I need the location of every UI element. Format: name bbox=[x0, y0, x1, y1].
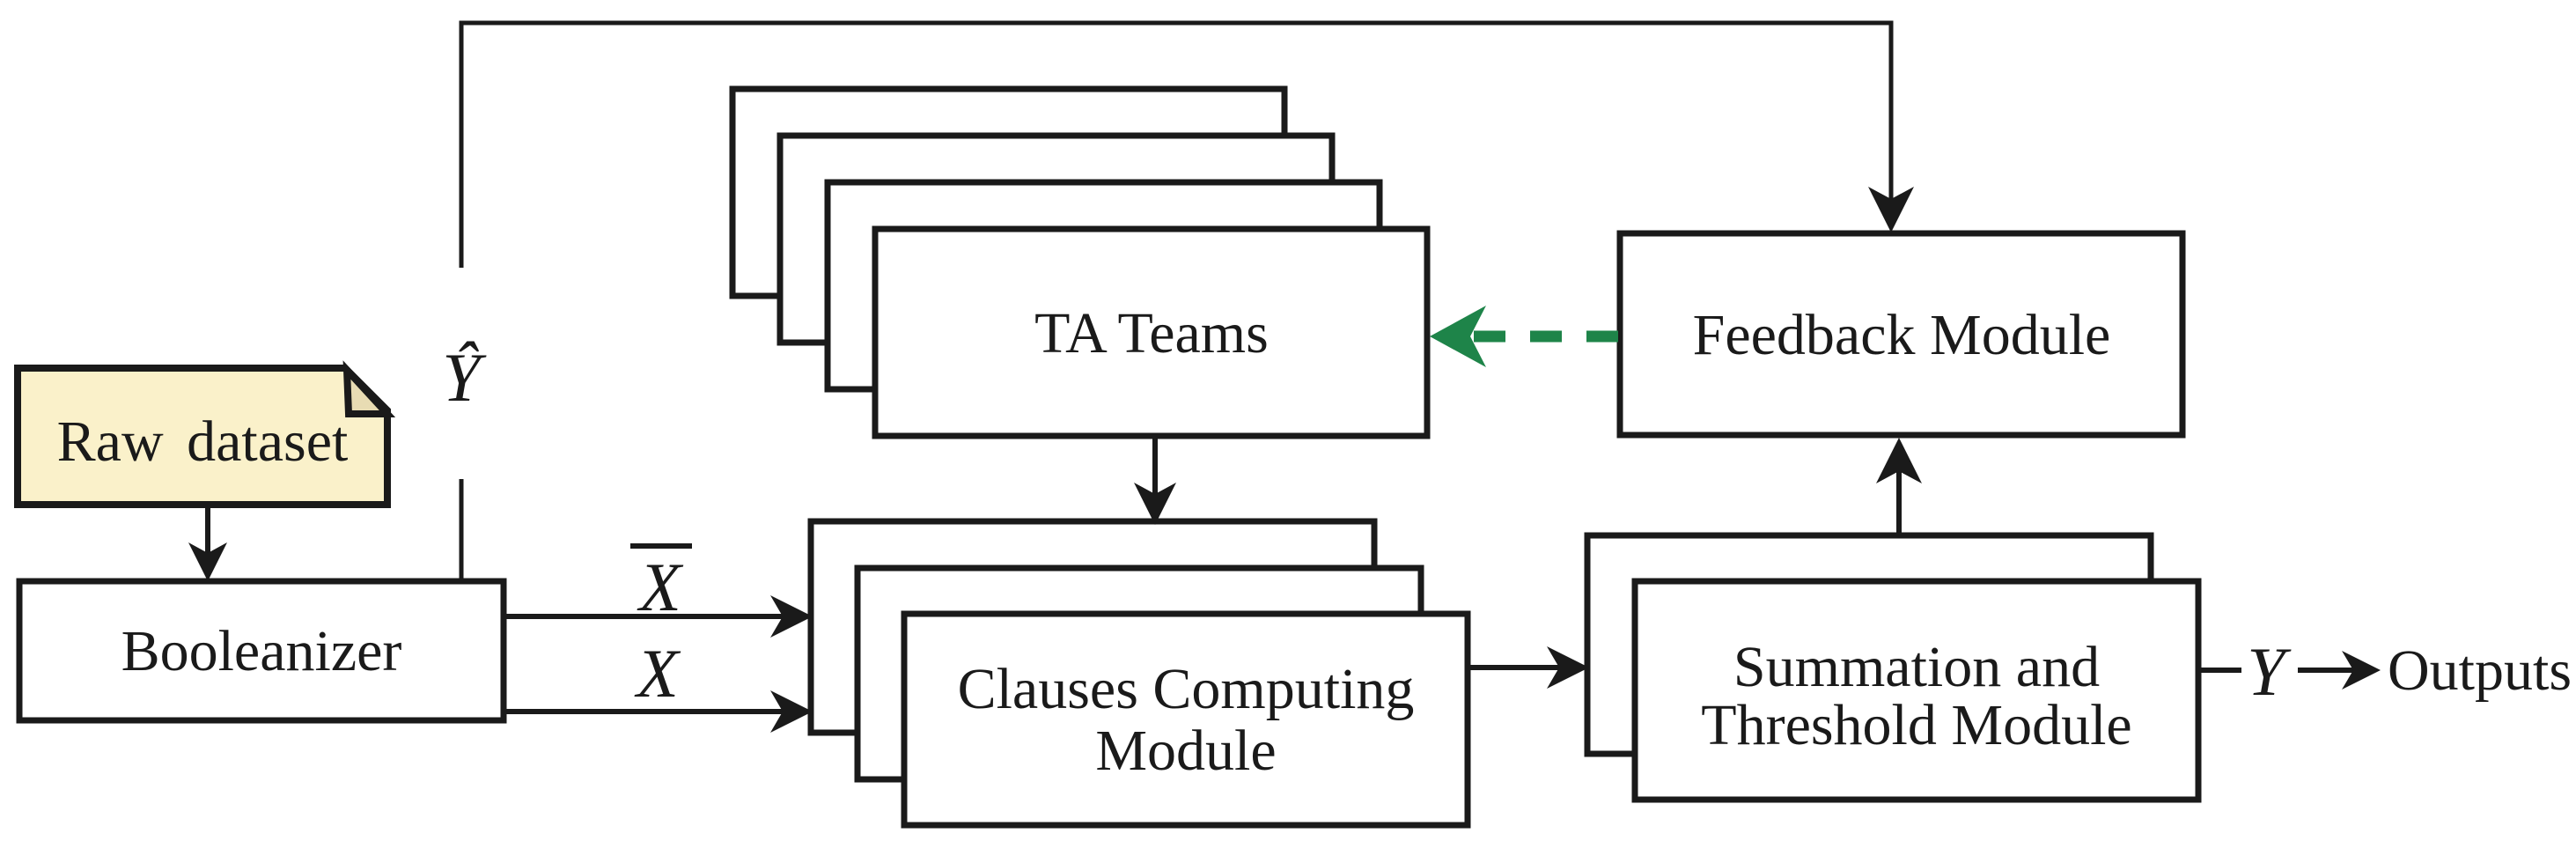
arrowhead-into-feedback-top-icon bbox=[1868, 187, 1914, 232]
yhat-top-feedback-line bbox=[459, 20, 1894, 268]
booleanizer-label: Booleanizer bbox=[121, 619, 402, 683]
feedback-module-label: Feedback Module bbox=[1693, 303, 2111, 367]
clauses-module-box bbox=[901, 610, 1471, 829]
feedback-module-box bbox=[1616, 230, 2186, 439]
y-output-label: Y bbox=[2247, 633, 2292, 710]
ta-teams-box bbox=[872, 225, 1431, 439]
raw-dataset-note-fold-icon bbox=[342, 360, 396, 417]
ta-teams-label: TA Teams bbox=[1034, 301, 1269, 365]
clauses-module-label-line1: Clauses Computing bbox=[958, 657, 1415, 721]
summation-module-label-line1: Summation and bbox=[1733, 635, 2100, 699]
summation-module-label-line2: Threshold Module bbox=[1701, 693, 2131, 757]
raw-dataset-note bbox=[14, 365, 391, 508]
x-label: X bbox=[634, 635, 681, 712]
arrowhead-xbar-icon bbox=[770, 595, 813, 638]
raw-dataset-label: Raw dataset bbox=[57, 409, 349, 474]
arrowhead-feedback-to-ta-teams-icon bbox=[1430, 306, 1486, 367]
arrowhead-x-icon bbox=[770, 690, 813, 733]
arrowhead-raw-dataset-to-booleanizer-icon bbox=[188, 542, 227, 581]
clauses-module-label-line2: Module bbox=[1095, 719, 1276, 783]
arrowhead-summation-to-feedback-icon bbox=[1876, 438, 1922, 483]
booleanizer-box bbox=[16, 578, 507, 724]
x-bar-label: X bbox=[637, 549, 684, 625]
y-hat-label: Ŷ bbox=[442, 339, 487, 416]
arrowhead-ta-teams-to-clauses-icon bbox=[1134, 483, 1176, 525]
summation-module-box bbox=[1631, 578, 2202, 803]
arrowhead-y-to-outputs-icon bbox=[2342, 651, 2381, 690]
outputs-label: Outputs bbox=[2388, 638, 2572, 703]
arrowhead-clauses-to-summation-icon bbox=[1547, 646, 1589, 689]
